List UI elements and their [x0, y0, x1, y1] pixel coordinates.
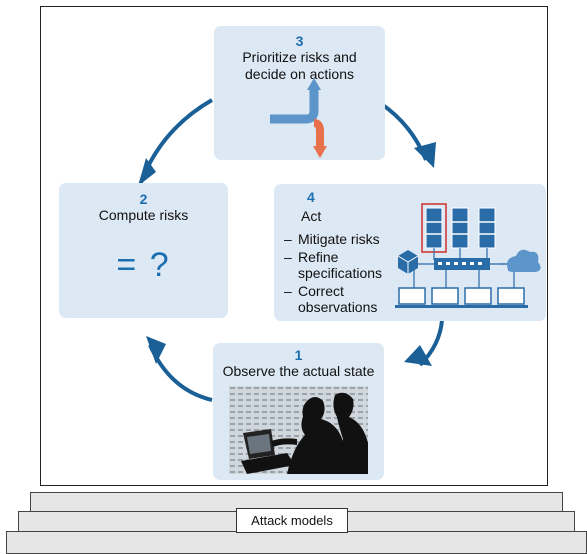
- arrowhead-3-to-4: [414, 142, 436, 168]
- step-4-card: 4 Act Mitigate risks Refine specificatio…: [274, 184, 546, 321]
- observers-photo: [229, 386, 368, 474]
- compute-symbol: = ?: [116, 246, 171, 284]
- step-4-number: 4: [307, 189, 315, 205]
- step-1-title: Observe the actual state: [222, 363, 375, 379]
- decision-pipe-icon: [270, 78, 327, 158]
- step-2-title: Compute risks: [98, 207, 189, 223]
- step-3-number: 3: [295, 33, 304, 49]
- attack-models-label: Attack models: [236, 508, 348, 533]
- step-2-number: 2: [139, 191, 148, 207]
- step-1-card: 1 Observe the actual state: [213, 343, 384, 480]
- action-item-refine: Refine specifications: [284, 249, 402, 281]
- step-1-number: 1: [294, 347, 303, 363]
- step-3-card: 3 Prioritize risks and decide on actions: [214, 26, 385, 160]
- arrowhead-2-to-3: [138, 158, 156, 186]
- arrowhead-1-to-2: [146, 336, 166, 364]
- action-item-correct: Correct observations: [284, 283, 402, 315]
- arrowhead-4-to-1: [404, 345, 432, 366]
- step-3-title: Prioritize risks and decide on actions: [242, 49, 357, 82]
- network-infrastructure-icon: [395, 203, 541, 308]
- step-4-action-list: Mitigate risks Refine specifications Cor…: [284, 231, 402, 317]
- step-2-card: 2 Compute risks = ?: [59, 183, 228, 318]
- step-4-title: Act: [301, 208, 322, 224]
- action-item-mitigate: Mitigate risks: [284, 231, 402, 247]
